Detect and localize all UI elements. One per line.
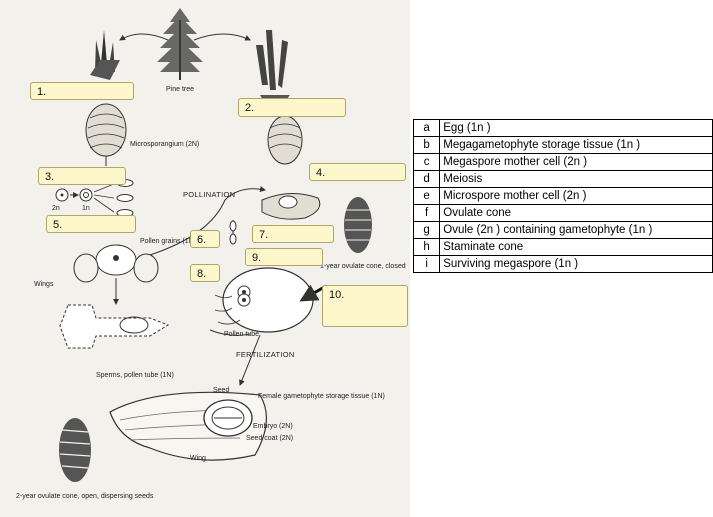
answer-box-2[interactable]: 2.	[238, 98, 346, 117]
legend-description: Ovule (2n ) containing gametophyte (1n )	[439, 221, 713, 239]
legend-row: e Microspore mother cell (2n )	[412, 187, 713, 205]
legend-row: i Surviving megaspore (1n )	[412, 255, 713, 273]
legend-description: Megagametophyte storage tissue (1n )	[439, 136, 713, 154]
label-wing: Wing	[190, 455, 206, 462]
answer-box-4[interactable]: 4.	[309, 163, 406, 181]
legend-description: Microspore mother cell (2n )	[439, 187, 713, 205]
label-two-n: 2n	[52, 205, 60, 212]
legend-description: Megaspore mother cell (2n )	[439, 153, 713, 171]
label-seed: Seed	[213, 387, 229, 394]
diagram-drawing: Pine tree Microsporangium (2N) 2n 1n POL…	[16, 8, 406, 500]
answer-box-number: 10.	[329, 289, 345, 301]
legend-row: g Ovule (2n ) containing gametophyte (1n…	[412, 221, 713, 239]
legend-row: c Megaspore mother cell (2n )	[412, 153, 713, 171]
answer-box-number: 5.	[53, 219, 63, 231]
ovulate-cone-illustration	[256, 30, 290, 108]
answer-box-number: 6.	[197, 234, 207, 246]
answer-box-8[interactable]: 8.	[190, 264, 220, 282]
answer-box-number: 9.	[252, 252, 262, 264]
legend-letter: f	[412, 204, 441, 222]
answer-box-6[interactable]: 6.	[190, 230, 220, 248]
legend-letter: c	[412, 153, 441, 171]
legend-letter: h	[412, 238, 441, 256]
legend-row: b Megagametophyte storage tissue (1n )	[412, 136, 713, 154]
legend-letter: b	[412, 136, 441, 154]
answer-box-number: 8.	[197, 268, 207, 280]
megasporangium-cone-illustration	[267, 115, 303, 165]
label-microsporangium: Microsporangium (2N)	[130, 141, 199, 148]
legend-row: h Staminate cone	[412, 238, 713, 256]
answer-box-number: 2.	[245, 102, 255, 114]
label-pollination: POLLINATION	[183, 190, 235, 199]
label-fertilization: FERTILIZATION	[236, 350, 295, 359]
answer-box-7[interactable]: 7.	[252, 225, 334, 243]
legend-letter: g	[412, 221, 441, 239]
seed-illustration	[109, 391, 268, 461]
staminate-cone-illustration	[90, 30, 120, 80]
label-pollen-tube: Pollen tube	[224, 331, 259, 338]
label-pollen-grains: Pollen grains (1N)	[140, 238, 196, 245]
answer-box-5[interactable]: 5.	[46, 215, 136, 233]
label-one-n: 1n	[82, 205, 90, 212]
pine-life-cycle-diagram: Pine tree Microsporangium (2N) 2n 1n POL…	[0, 0, 410, 517]
legend-table: a Egg (1n ) b Megagametophyte storage ti…	[412, 119, 713, 273]
two-year-cone-illustration	[59, 418, 91, 482]
answer-box-9[interactable]: 9.	[245, 248, 323, 266]
pollen-tube-illustration	[59, 278, 170, 349]
legend-letter: a	[412, 119, 441, 137]
pollen-grain-illustration	[73, 244, 159, 283]
legend-row: d Meiosis	[412, 170, 713, 188]
legend-description: Meiosis	[439, 170, 713, 188]
label-embryo: Embryo (2N)	[253, 423, 293, 430]
legend-description: Surviving megaspore (1n )	[439, 255, 713, 273]
legend-description: Egg (1n )	[439, 119, 713, 137]
answer-box-3[interactable]: 3.	[38, 167, 126, 185]
answer-box-1[interactable]: 1.	[30, 82, 134, 100]
ovule-scale-illustration	[261, 193, 321, 220]
label-sperms-pollen-tube: Sperms, pollen tube (1N)	[96, 372, 174, 379]
legend-row: f Ovulate cone	[412, 204, 713, 222]
legend-description: Staminate cone	[439, 238, 713, 256]
label-two-year-cone: 2-year ovulate cone, open, dispersing se…	[16, 493, 154, 500]
answer-box-10[interactable]: 10.	[322, 285, 408, 327]
answer-box-number: 3.	[45, 171, 55, 183]
label-seed-coat: Seed coat (2N)	[246, 435, 293, 442]
microsporangium-illustration	[85, 103, 127, 166]
label-female-gametophyte: Female gametophyte storage tissue (1N)	[258, 393, 385, 400]
ovule-section-illustration	[209, 220, 314, 336]
answer-box-number: 4.	[316, 167, 326, 179]
answer-box-number: 1.	[37, 86, 47, 98]
label-pine-tree: Pine tree	[166, 86, 194, 93]
label-wings: Wings	[34, 281, 54, 288]
label-one-year-cone: 1-year ovulate cone, closed	[320, 263, 406, 270]
answer-box-number: 7.	[259, 229, 269, 241]
legend-description: Ovulate cone	[439, 204, 713, 222]
one-year-cone-illustration	[344, 197, 372, 253]
legend-row: a Egg (1n )	[412, 119, 713, 137]
legend-letter: e	[412, 187, 441, 205]
legend-letter: d	[412, 170, 441, 188]
pine-tree-illustration	[157, 8, 203, 80]
legend-letter: i	[412, 255, 441, 273]
